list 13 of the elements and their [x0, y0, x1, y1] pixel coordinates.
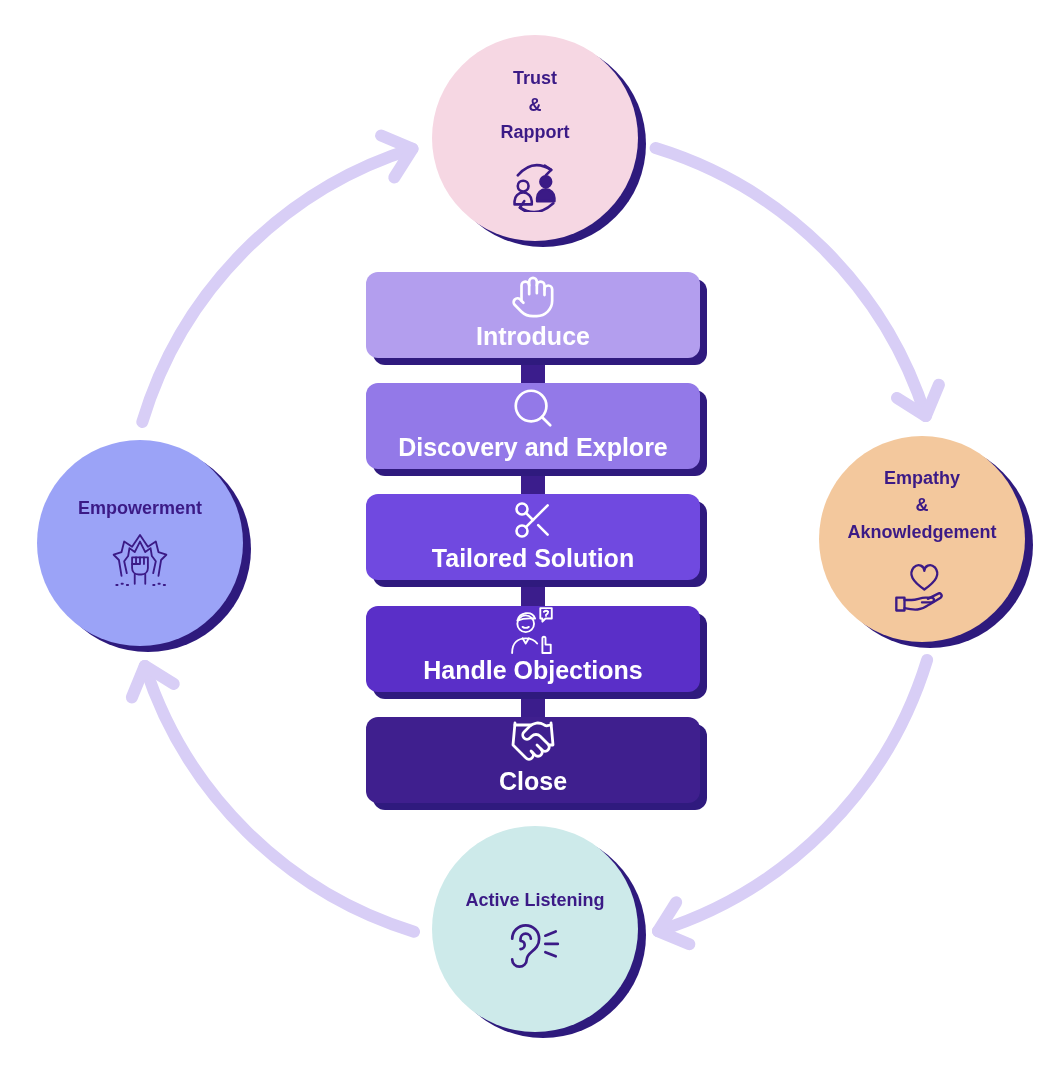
curved-arrow: [649, 142, 943, 423]
step-label: Discovery and Explore: [398, 433, 668, 462]
step-label: Handle Objections: [423, 656, 643, 685]
step-label: Tailored Solution: [431, 544, 635, 573]
step-label: Close: [498, 767, 568, 796]
step-label: Introduce: [476, 322, 590, 351]
curved-arrow: [136, 131, 419, 428]
stage-label: Empowerment: [78, 497, 202, 519]
curved-arrow: [127, 659, 420, 938]
stage-label: Empathy & Aknowledgement: [847, 466, 997, 544]
stage-label: Active Listening: [465, 889, 605, 911]
curved-arrow: [652, 653, 934, 949]
stage-label: Trust & Rapport: [500, 66, 570, 144]
